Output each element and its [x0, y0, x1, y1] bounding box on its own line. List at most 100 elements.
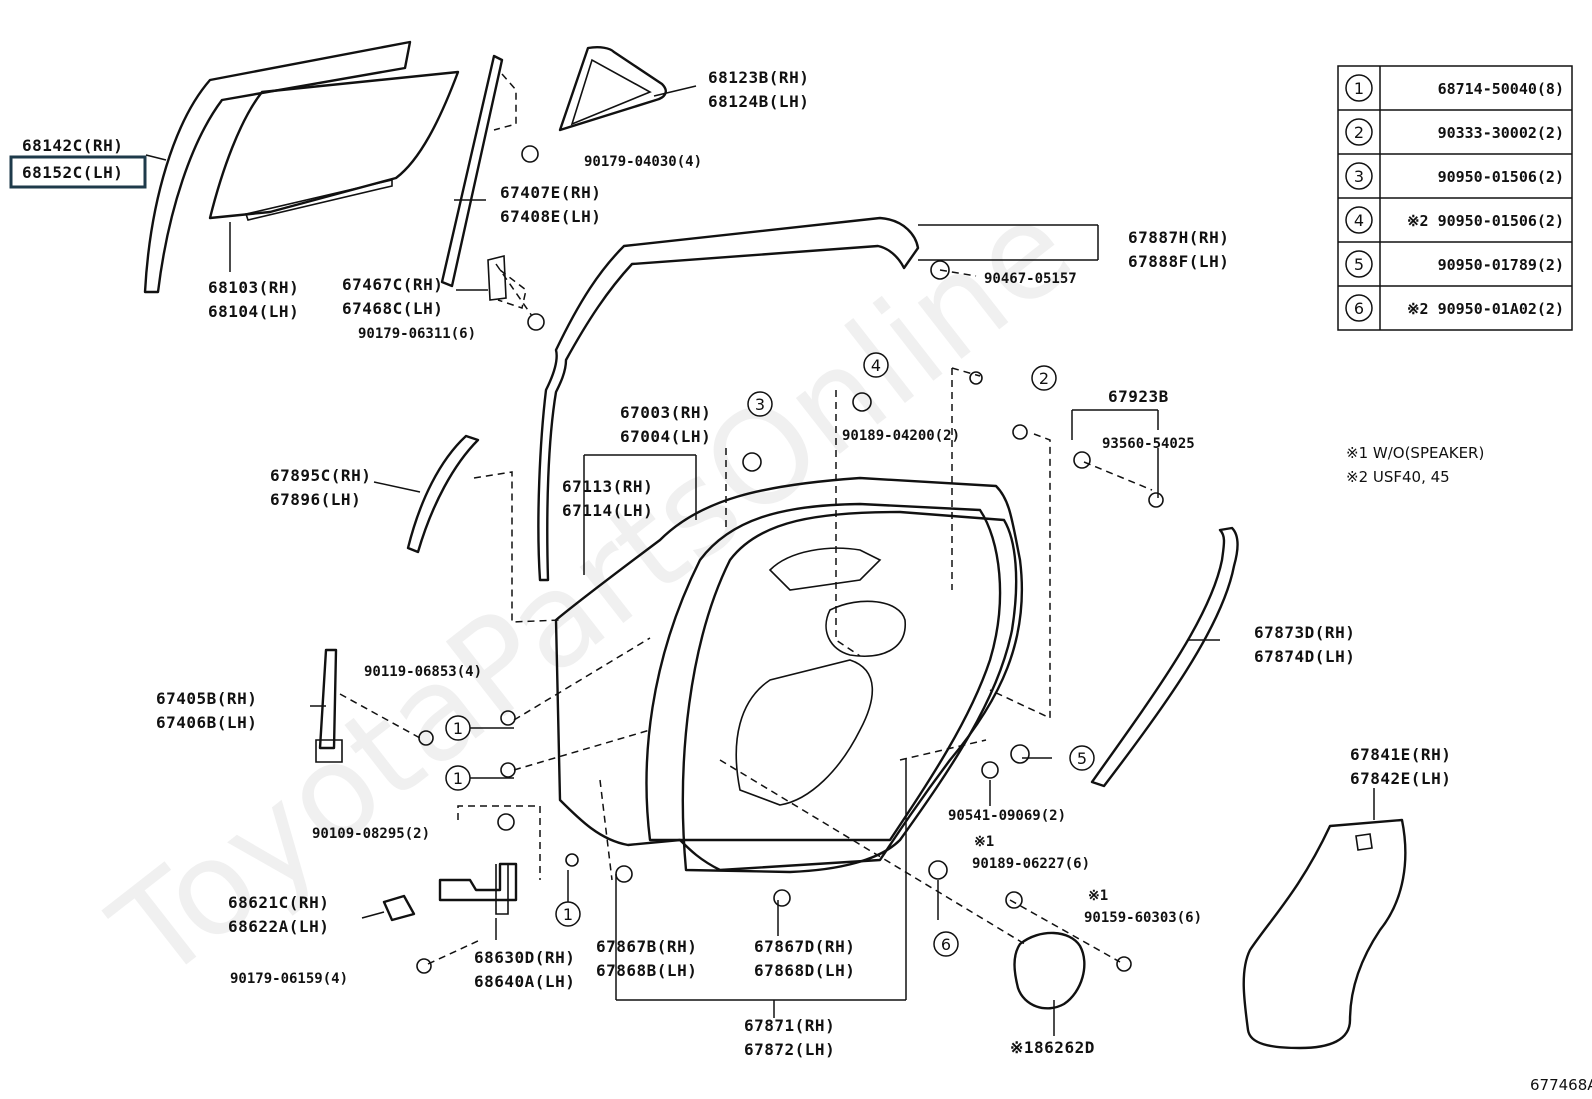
- door-opening-mid: [825, 600, 906, 657]
- door-seal: [681, 510, 1018, 874]
- svg-text:※2 90950-01506(2): ※2 90950-01506(2): [1407, 212, 1564, 230]
- callout-circle-1a: 1: [445, 715, 471, 741]
- label-67887h: 67887H(RH): [1128, 228, 1229, 247]
- door-check-bracket: [382, 894, 416, 922]
- division-bar: [440, 54, 504, 288]
- legend-row-2: 2 90333-30002(2): [1345, 118, 1564, 146]
- regulator-bracket: [315, 739, 343, 763]
- svg-text:6: 6: [941, 935, 951, 954]
- label-90467-05157: 90467-05157: [984, 271, 1077, 287]
- callout-circle-3: 3: [747, 391, 773, 417]
- footnotes: ※1 W/O(SPEAKER) ※2 USF40, 45: [1346, 444, 1484, 486]
- belt-moulding: [406, 434, 480, 554]
- svg-text:1: 1: [563, 905, 573, 924]
- label-67407e: 67407E(RH): [500, 183, 601, 202]
- label-67867b: 67867B(RH): [596, 937, 697, 956]
- label-90189-04200: 90189-04200(2): [842, 428, 960, 444]
- label-90159-60303: 90159-60303(6): [1084, 910, 1202, 926]
- label-68124b: 68124B(LH): [708, 92, 809, 111]
- svg-text:5: 5: [1077, 749, 1087, 768]
- callout-circle-5: 5: [1069, 745, 1095, 771]
- label-67003: 67003(RH): [620, 403, 711, 422]
- label-90109-08295: 90109-08295(2): [312, 826, 430, 842]
- label-67004: 67004(LH): [620, 427, 711, 446]
- figure-id: 677468A: [1530, 1076, 1592, 1094]
- label-67114: 67114(LH): [562, 501, 653, 520]
- svg-text:68714-50040(8): 68714-50040(8): [1438, 80, 1564, 98]
- label-67868b: 67868B(LH): [596, 961, 697, 980]
- label-67871: 67871(RH): [744, 1016, 835, 1035]
- label-67113: 67113(RH): [562, 477, 653, 496]
- label-90119-06853: 90119-06853(4): [364, 664, 482, 680]
- svg-text:90950-01506(2): 90950-01506(2): [1438, 168, 1564, 186]
- door-glass-channel: [244, 178, 393, 221]
- label-67841e: 67841E(RH): [1350, 745, 1451, 764]
- svg-text:4: 4: [1354, 211, 1364, 230]
- label-67405b: 67405B(RH): [156, 689, 257, 708]
- label-67467c: 67467C(RH): [342, 275, 443, 294]
- label-68621c: 68621C(RH): [228, 893, 329, 912]
- note-usf40: ※2 USF40, 45: [1346, 468, 1450, 486]
- label-67873d: 67873D(RH): [1254, 623, 1355, 642]
- legend-row-4: 4 ※2 90950-01506(2): [1345, 206, 1564, 234]
- legend-table: 1 68714-50040(8) 2 90333-30002(2) 3 9095…: [1337, 65, 1573, 331]
- door-inner-frame: [645, 502, 1002, 842]
- legend-row-5: 5 90950-01789(2): [1345, 250, 1564, 278]
- svg-text:3: 3: [1354, 167, 1364, 186]
- label-68103: 68103(RH): [208, 278, 299, 297]
- label-86262d: ※186262D: [1010, 1038, 1095, 1057]
- part-labels: 68142C(RH) 68152C(LH) 68103(RH) 68104(LH…: [9, 68, 1451, 1059]
- callout-circle-1b: 1: [445, 765, 471, 791]
- label-90179-04030: 90179-04030(4): [584, 154, 702, 170]
- svg-text:2: 2: [1039, 369, 1049, 388]
- legend-row-6: 6 ※2 90950-01A02(2): [1345, 294, 1564, 322]
- label-67872: 67872(LH): [744, 1040, 835, 1059]
- label-67867d: 67867D(RH): [754, 937, 855, 956]
- hinge-pin: [495, 864, 509, 915]
- label-68630d: 68630D(RH): [474, 948, 575, 967]
- rear-weatherstrip: [1090, 526, 1239, 788]
- label-68104: 68104(LH): [208, 302, 299, 321]
- legend-row-1: 1 68714-50040(8): [1345, 74, 1564, 102]
- svg-text:90333-30002(2): 90333-30002(2): [1438, 124, 1564, 142]
- label-67896: 67896(LH): [270, 490, 361, 509]
- label-93560-54025: 93560-54025: [1102, 436, 1195, 452]
- fasteners: [416, 145, 1164, 974]
- svg-text:6: 6: [1354, 299, 1364, 318]
- label-68152c: 68152C(LH): [22, 163, 123, 182]
- label-note1-b: ※1: [1088, 888, 1108, 904]
- service-hole-cover: [1242, 818, 1407, 1050]
- door-panel: [554, 476, 1024, 872]
- quarter-window: [558, 46, 667, 132]
- svg-text:90950-01789(2): 90950-01789(2): [1438, 256, 1564, 274]
- door-glass: [208, 70, 460, 220]
- label-68142c: 68142C(RH): [22, 136, 123, 155]
- glass-run-strip: [143, 40, 412, 294]
- label-67888f: 67888F(LH): [1128, 252, 1229, 271]
- window-regulator: [318, 648, 338, 750]
- door-weatherstrip-upper: [537, 216, 920, 582]
- callout-circle-1c: 1: [555, 901, 581, 927]
- label-67868d: 67868D(LH): [754, 961, 855, 980]
- svg-text:5: 5: [1354, 255, 1364, 274]
- svg-text:4: 4: [871, 356, 881, 375]
- label-68640a: 68640A(LH): [474, 972, 575, 991]
- label-90541-09069: 90541-09069(2): [948, 808, 1066, 824]
- label-68123b: 68123B(RH): [708, 68, 809, 87]
- callout-circle-4: 4: [863, 352, 889, 378]
- division-bracket: [487, 254, 507, 301]
- label-67895c: 67895C(RH): [270, 466, 371, 485]
- label-67406b: 67406B(LH): [156, 713, 257, 732]
- label-67468c: 67468C(LH): [342, 299, 443, 318]
- label-67874d: 67874D(LH): [1254, 647, 1355, 666]
- door-opening-top: [768, 547, 882, 591]
- svg-text:1: 1: [453, 769, 463, 788]
- label-90179-06159: 90179-06159(4): [230, 971, 348, 987]
- selected-part-highlight: [9, 155, 147, 189]
- door-hinge: [438, 862, 518, 902]
- label-90189-06227: 90189-06227(6): [972, 856, 1090, 872]
- cover-tab: [1355, 833, 1373, 851]
- svg-text:1: 1: [453, 719, 463, 738]
- door-opening-large: [735, 659, 874, 806]
